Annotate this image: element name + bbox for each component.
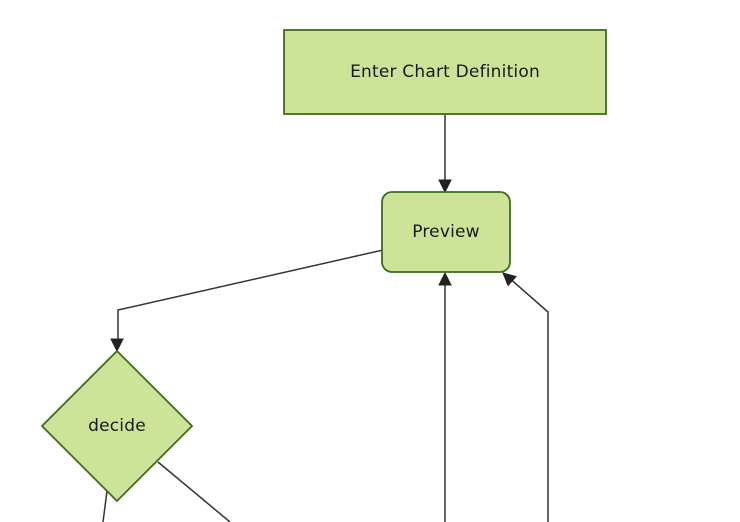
node-preview (381, 191, 511, 273)
edge-preview-to-decide (117, 249, 384, 340)
node-enter-chart-definition (283, 29, 607, 115)
arrowhead-into-preview-top (438, 179, 452, 194)
node-decide (40, 349, 194, 503)
edge-group (102, 114, 549, 522)
arrowhead-into-preview-bottom (438, 271, 452, 286)
node-group (40, 29, 607, 503)
edge-decide-to-bottom-left (102, 490, 108, 522)
arrowhead-into-decide-top (110, 338, 124, 353)
edge-decide-to-bottom-right (157, 461, 231, 522)
edge-bottom-right-to-preview (506, 275, 549, 522)
arrowhead-into-preview-bottom-right (502, 272, 517, 287)
arrowhead-group (110, 179, 517, 353)
